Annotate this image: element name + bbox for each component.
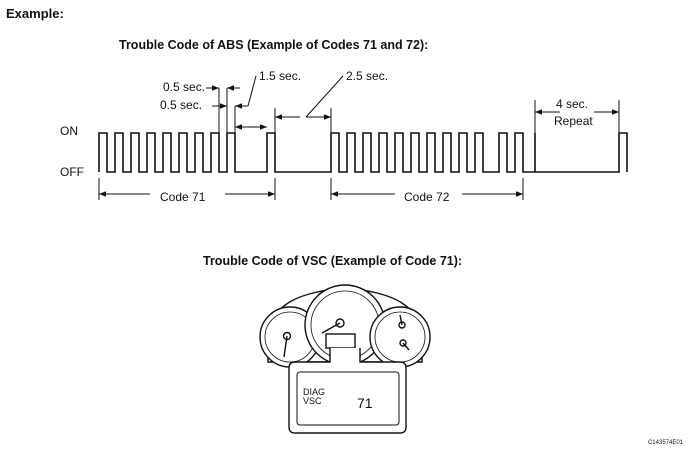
display-diag-label: DIAG VSC xyxy=(303,388,325,406)
vsc-section-title: Trouble Code of VSC (Example of Code 71)… xyxy=(203,254,463,268)
abs-section-title: Trouble Code of ABS (Example of Codes 71… xyxy=(119,38,429,52)
timing-label-off: 0.5 sec. xyxy=(160,98,203,112)
timing-label-code-gap: 2.5 sec. xyxy=(346,69,389,83)
timing-label-digit-gap: 1.5 sec. xyxy=(259,69,302,83)
code-71-label: Code 71 xyxy=(160,190,206,204)
timing-dimension-lines xyxy=(98,75,620,200)
repeat-interval-label: 4 sec. xyxy=(556,97,589,111)
example-label: Example: xyxy=(6,6,64,21)
abs-pulse-waveform xyxy=(98,132,628,173)
timing-label-on: 0.5 sec. xyxy=(163,80,206,94)
repeat-label: Repeat xyxy=(554,114,593,128)
figure-id: C143574E01 xyxy=(647,440,683,446)
off-level-label: OFF xyxy=(60,165,84,179)
code-72-label: Code 72 xyxy=(404,190,450,204)
on-level-label: ON xyxy=(60,124,78,138)
combination-meter-illustration xyxy=(259,284,431,434)
display-line-vsc: VSC xyxy=(303,396,322,406)
display-line-diag: DIAG xyxy=(303,387,326,397)
display-code-value: 71 xyxy=(357,395,373,411)
